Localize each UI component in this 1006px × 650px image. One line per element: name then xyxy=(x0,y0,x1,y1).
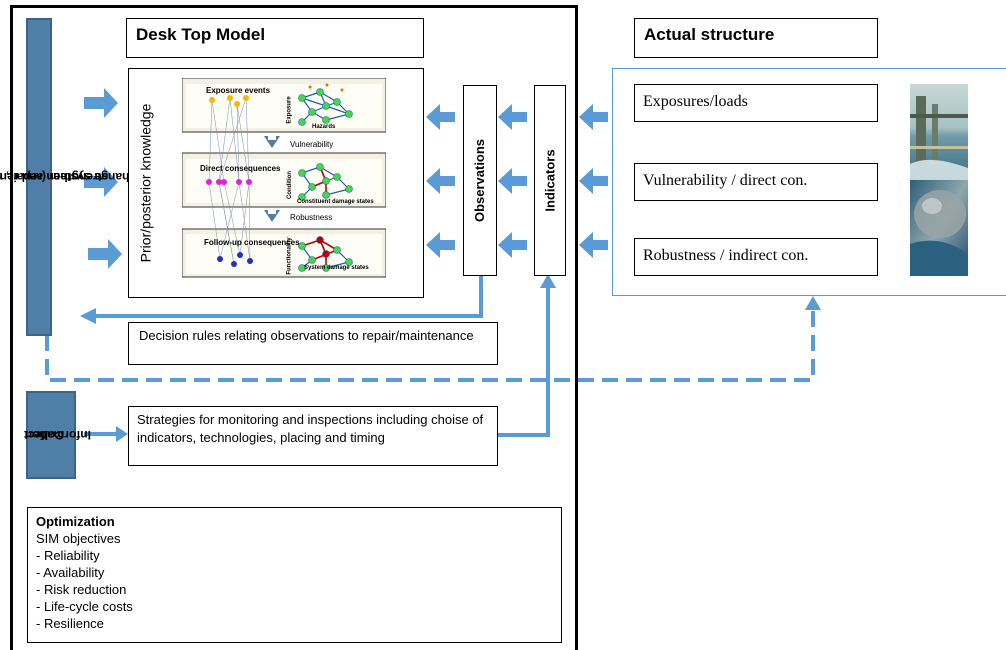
exposure-heading: Exposure events xyxy=(206,86,271,95)
robustness-indirect-label: Robustness / indirect con. xyxy=(643,247,809,264)
objective-item: - Risk reduction xyxy=(36,582,127,597)
strategies-box: Strategies for monitoring and inspection… xyxy=(128,406,498,466)
desk-top-model-frame xyxy=(10,5,578,650)
collect-information-box: Collect Information xyxy=(24,391,91,479)
hazard-nodes xyxy=(298,88,353,126)
functionality-heading: Follow-up consequences xyxy=(204,238,300,247)
decision-rules-box: Decision rules relating observations to … xyxy=(128,322,498,365)
system-nodes xyxy=(298,236,353,272)
hazards-caption: Hazards xyxy=(312,124,336,130)
block-arrows-actual xyxy=(579,104,608,258)
objective-item: - Resilience xyxy=(36,616,104,631)
exposures-label: Exposures/loads xyxy=(643,93,748,110)
observations-box: Observations xyxy=(463,85,497,276)
objective-item: - Life-cycle costs xyxy=(36,599,133,614)
constituent-caption: Constituent damage states xyxy=(297,199,374,205)
causal-lines xyxy=(208,97,251,265)
dashed-feedback-line xyxy=(45,306,815,382)
objective-item: - Reliability xyxy=(36,548,100,563)
desk-top-model-title: Desk Top Model xyxy=(136,25,266,44)
prior-posterior-label-wrap: Prior/posterior knowledge xyxy=(130,70,160,296)
decision-rules-text: Decision rules relating observations to … xyxy=(139,328,474,343)
condition-heading: Direct consequences xyxy=(200,164,281,173)
observations-label: Observations xyxy=(472,138,488,223)
constituent-nodes xyxy=(298,163,353,201)
prior-posterior-label: Prior/posterior knowledge xyxy=(137,103,153,263)
condition-side-label: Condition xyxy=(287,171,293,199)
knowledge-panels xyxy=(182,78,386,278)
robustness-box: Robustness / indirect con. xyxy=(634,238,878,276)
followup-nodes xyxy=(217,252,253,267)
collect-line-2: Information xyxy=(25,428,91,442)
optimization-title: Optimization xyxy=(36,514,115,529)
vulnerability-box: Vulnerability / direct con. xyxy=(634,163,878,201)
block-arrows-left xyxy=(84,88,122,269)
indicators-label: Indicators xyxy=(542,149,558,212)
exposures-box: Exposures/loads xyxy=(634,84,878,122)
actual-structure-title: Actual structure xyxy=(644,25,775,44)
dashed-arrowhead xyxy=(805,296,821,310)
system-caption: System damage states xyxy=(304,265,369,271)
collect-arrowhead xyxy=(116,426,128,442)
block-arrows-indicators xyxy=(498,104,527,258)
decision-arrow xyxy=(80,276,483,324)
vulnerability-direct-label: Vulnerability / direct con. xyxy=(643,172,808,189)
robustness-down-arrow xyxy=(264,210,280,222)
sim-objectives: SIM objectives xyxy=(36,531,121,546)
strategy-arrowhead xyxy=(540,274,556,288)
vulnerability-down-arrow xyxy=(264,136,280,148)
consequence-nodes xyxy=(206,179,252,185)
change-system-box: Change system (repair, maintenance, stre… xyxy=(0,18,138,336)
exposure-side-label: Exposure xyxy=(287,96,293,124)
condition-side-wrap: Condition xyxy=(283,170,297,200)
desk-top-model-title-box: Desk Top Model xyxy=(126,18,424,58)
strategies-text: Strategies for monitoring and inspection… xyxy=(137,412,484,445)
structure-photo xyxy=(910,84,968,276)
indicators-box: Indicators xyxy=(534,85,566,276)
strategy-arrow xyxy=(498,284,550,437)
functionality-side-label: Functionality xyxy=(287,237,293,275)
exposure-side-wrap: Exposure xyxy=(283,96,297,124)
block-arrows-observations xyxy=(426,104,455,258)
hazard-sparks xyxy=(308,83,344,92)
robustness-label: Robustness xyxy=(290,213,333,222)
vulnerability-label: Vulnerability xyxy=(290,140,334,149)
exposure-nodes xyxy=(209,95,249,107)
functionality-side-wrap: Functionality xyxy=(283,237,297,275)
actual-structure-title-box: Actual structure xyxy=(634,18,878,58)
objective-item: - Availability xyxy=(36,565,105,580)
optimization-box: Optimization SIM objectives - Reliabilit… xyxy=(27,507,562,643)
